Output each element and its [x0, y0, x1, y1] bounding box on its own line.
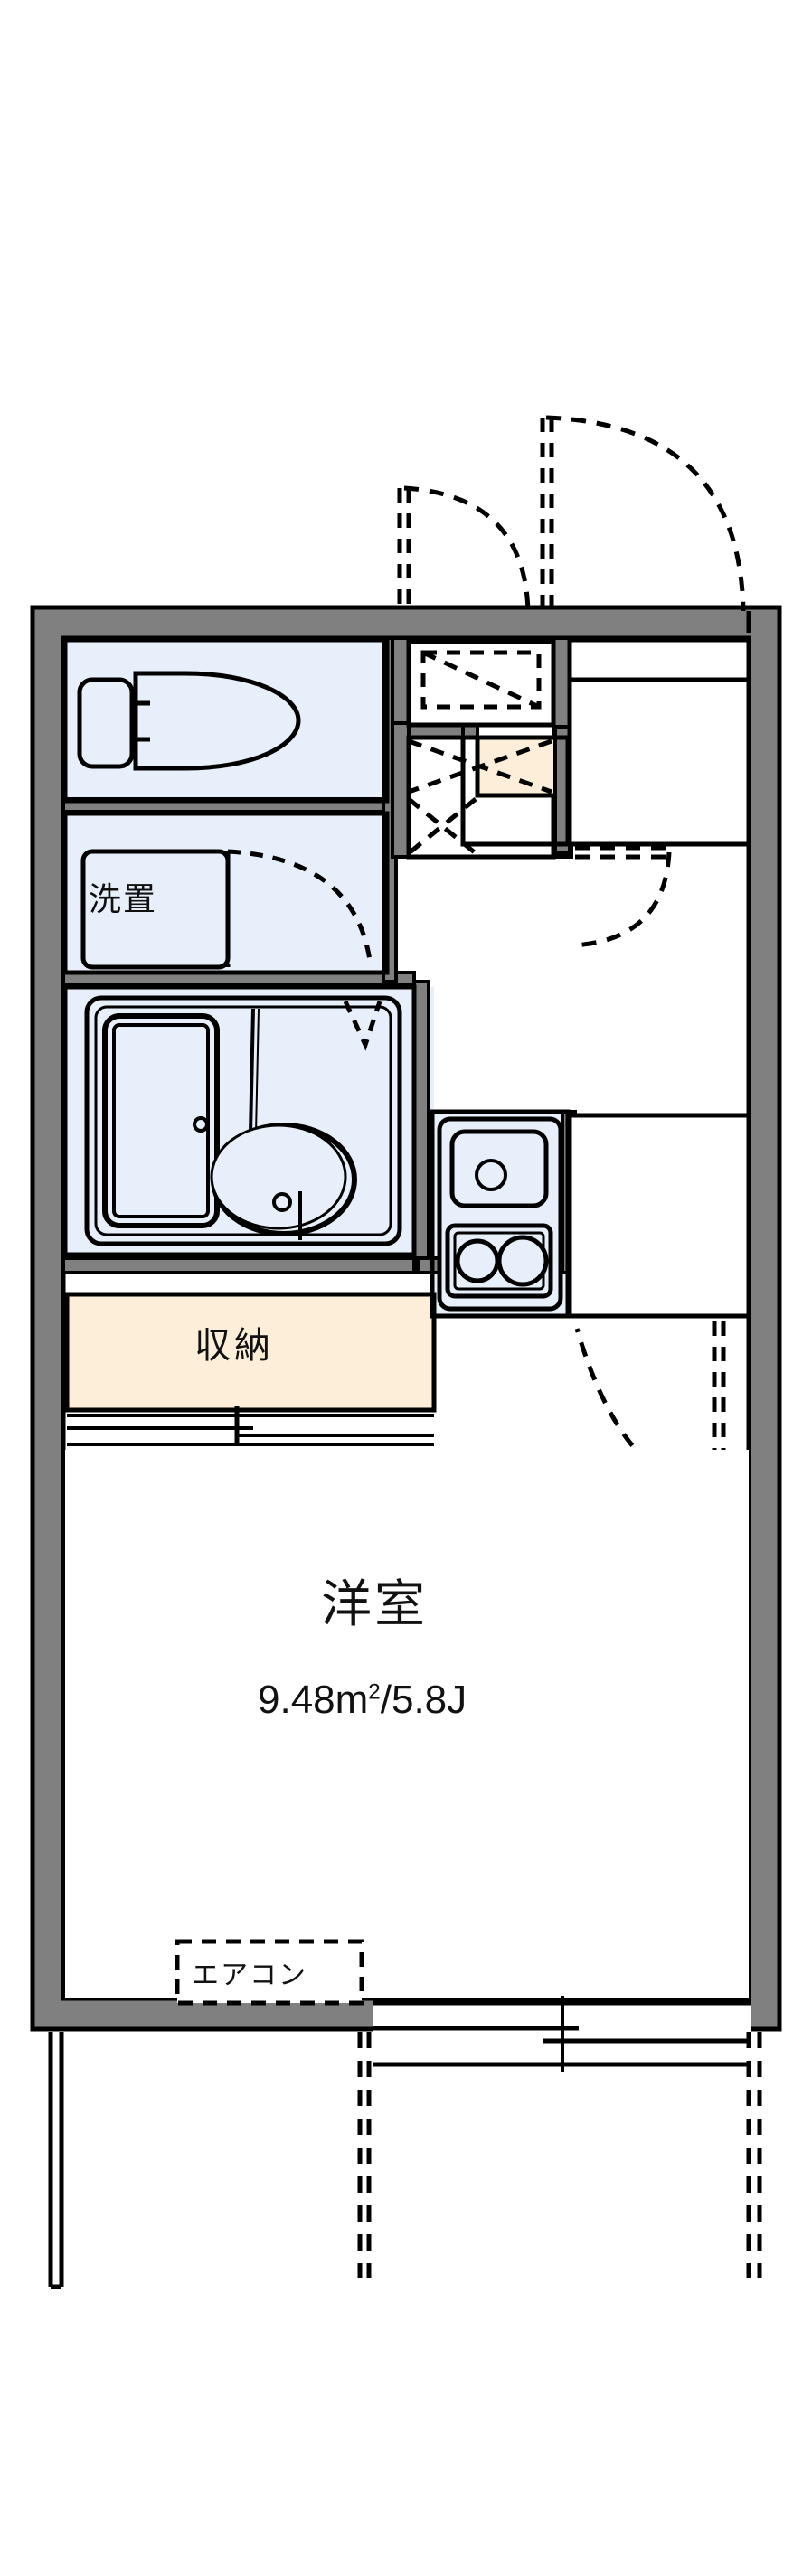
entrance-hall	[406, 639, 571, 860]
room-door[interactable]	[574, 1321, 726, 1494]
bath-door[interactable]	[343, 1000, 382, 1051]
entrance-door[interactable]	[540, 415, 746, 612]
balcony-window[interactable]	[373, 1996, 751, 2072]
balcony-door[interactable]	[572, 845, 672, 948]
exterior-hint-lines	[48, 2032, 762, 2289]
room-area-value: 9.48m	[258, 1678, 369, 1722]
storage-fills	[67, 736, 568, 1410]
washroom	[62, 811, 390, 975]
bathtub-icon	[102, 1013, 220, 1228]
sink-icon	[449, 1129, 549, 1208]
washroom-door[interactable]	[225, 849, 373, 968]
basin-icon	[210, 1123, 357, 1236]
aircon-icon	[175, 1939, 364, 2006]
room-area-label: 9.48m2/5.8J	[258, 1678, 467, 1723]
room-name-label: 洋室	[321, 1575, 428, 1632]
toilet-icon	[77, 671, 301, 771]
aircon-label: エアコン	[192, 1960, 307, 1990]
storage-fill	[67, 1294, 434, 1410]
stove-icon	[445, 1223, 553, 1299]
storage-label: 収納	[194, 1326, 274, 1366]
main-room	[65, 1450, 749, 1998]
room-area-suffix: /5.8J	[380, 1678, 467, 1722]
corridor-door[interactable]	[397, 485, 531, 612]
laundry-label: 洗置	[89, 880, 158, 917]
room-area-superscript: 2	[368, 1679, 381, 1705]
entrance-overhead-cabinet	[420, 650, 542, 710]
storage-closet	[64, 1292, 437, 1446]
corridor	[567, 637, 751, 1319]
door-swings[interactable]	[397, 415, 746, 1494]
unit-bath	[62, 984, 417, 1257]
kitchen	[430, 1109, 571, 1319]
storage-door[interactable]	[67, 1406, 434, 1446]
toilet-room	[62, 637, 390, 804]
